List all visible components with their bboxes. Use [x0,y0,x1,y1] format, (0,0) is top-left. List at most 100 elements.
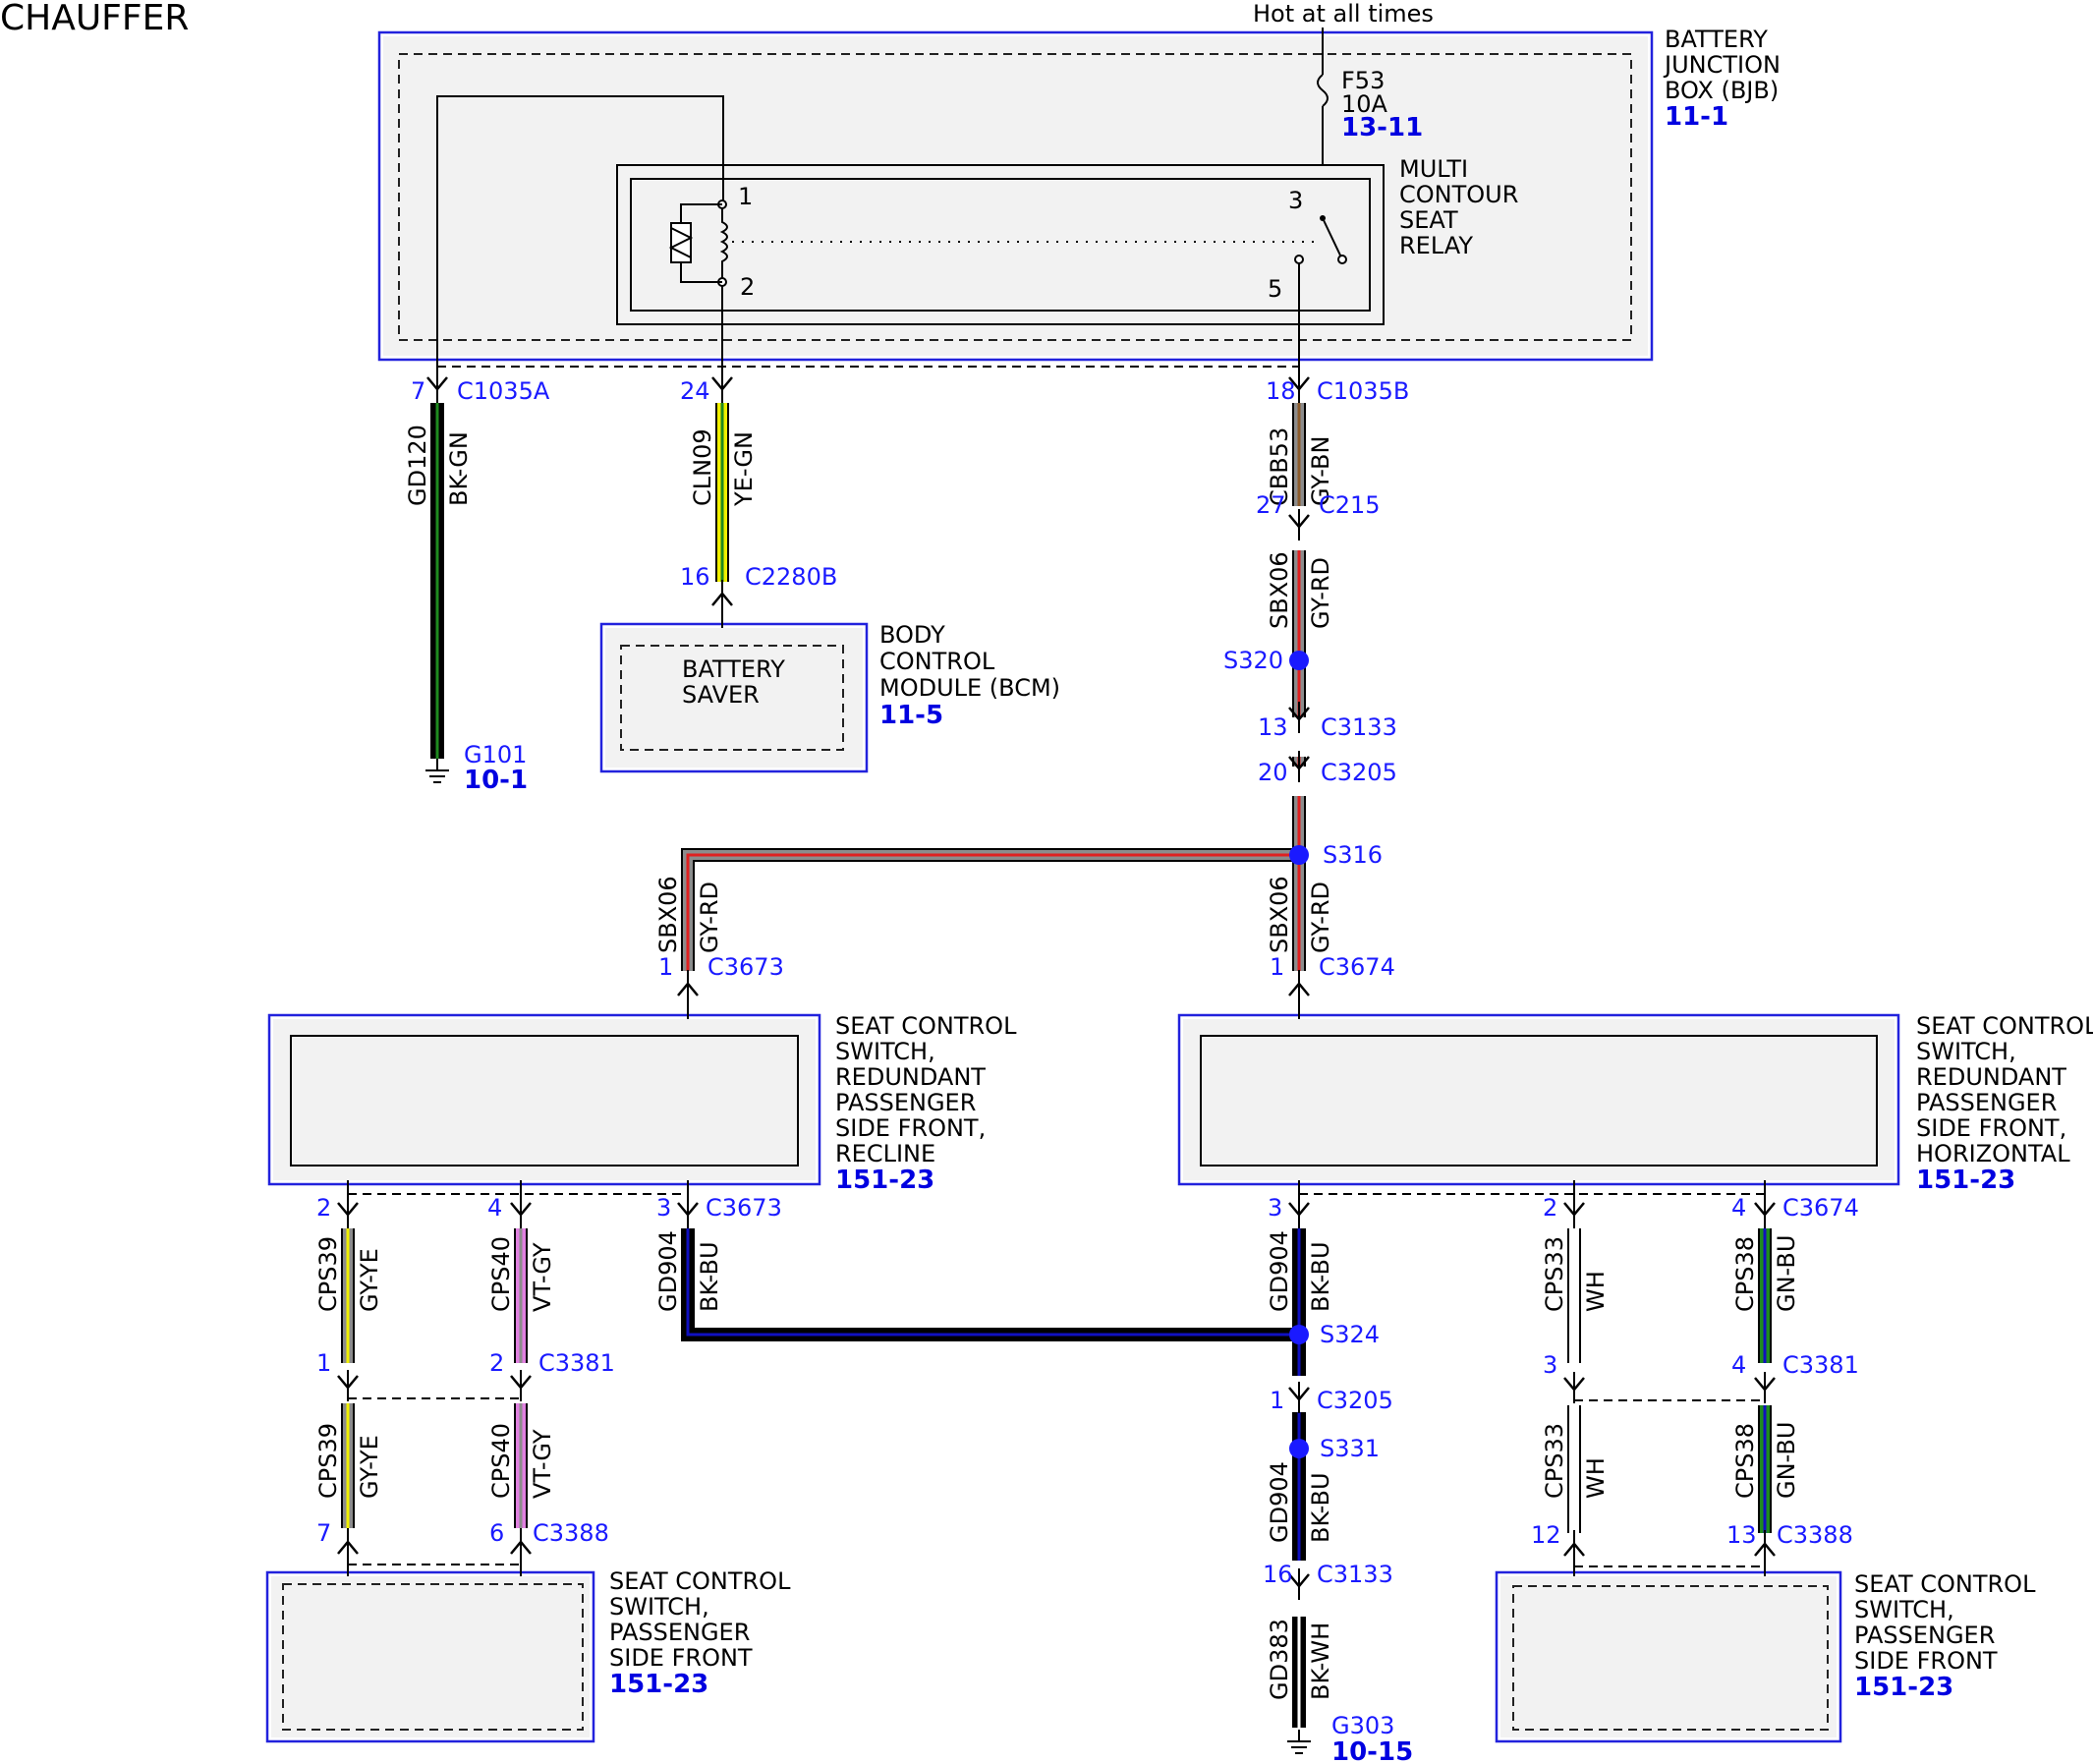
body-control-module [599,622,869,773]
connector-pin: 1 [1270,1387,1284,1414]
page-title: CHAUFFER [0,0,189,38]
recline-ref[interactable]: 151-23 [835,1166,934,1195]
splice-label[interactable]: S320 [1223,647,1283,674]
connector-name[interactable]: C1035B [1317,377,1409,405]
connector-symbol [1754,1530,1776,1562]
relay-switch-icon [1294,215,1347,264]
pass-right-ref[interactable]: 151-23 [1854,1673,1953,1702]
wire-sbx06[interactable] [681,848,1299,971]
pass-right-label-3: PASSENGER [1854,1622,1995,1649]
ground-g303-icon [1287,1730,1311,1754]
connector-name[interactable]: C3674 [1319,953,1395,981]
relay-coil-icon [668,199,1317,287]
wire-circuit-label: CPS38 [1731,1236,1759,1312]
connector-pin: 2 [316,1194,331,1222]
wire-circuit-label: CPS39 [314,1236,342,1312]
connector-name[interactable]: C1035A [457,377,550,405]
connector-pin: 1 [316,1349,331,1377]
ground-g303-ref[interactable]: 10-15 [1331,1737,1413,1764]
bcm-inner-2: SAVER [682,681,760,709]
bcm-inner-1: BATTERY [682,655,785,683]
bjb-label-1: BATTERY [1665,26,1768,53]
connector-pin: 3 [1543,1351,1557,1379]
pass-right-label-2: SWITCH, [1854,1596,1954,1623]
wire-color-label: GY-YE [356,1248,383,1312]
connector-symbol [711,580,733,611]
connector-name[interactable]: C2280B [745,563,837,591]
connector-name[interactable]: C3388 [533,1519,609,1547]
recline-label-4: PASSENGER [835,1089,976,1116]
wire-color-label: GY-RD [1307,882,1334,953]
connector-name[interactable]: C3133 [1317,1561,1393,1588]
connector-pin: 27 [1256,491,1286,519]
connector-name[interactable]: C3133 [1321,713,1397,741]
connector-symbol [1563,1197,1585,1228]
wire-circuit-label: CBB53 [1266,427,1293,506]
connector-symbol [1288,751,1310,782]
connector-pin: 12 [1531,1521,1561,1549]
wire-circuit-label: CPS33 [1541,1236,1568,1312]
wire-circuit-label: CPS33 [1541,1423,1568,1499]
relay-pin-3: 3 [1288,187,1303,214]
ground-g101-name: G101 [464,741,527,768]
splice-label[interactable]: S324 [1320,1321,1380,1348]
fuse-f53-icon [1317,74,1329,107]
wire-color-label: GY-RD [1307,557,1334,629]
ground-g101-icon [425,759,449,783]
recline-label-5: SIDE FRONT, [835,1114,986,1142]
connector-pin: 2 [489,1349,504,1377]
connector-name[interactable]: C3381 [538,1349,615,1377]
relay-label-3: SEAT [1399,206,1458,234]
pass-right-label-4: SIDE FRONT [1854,1647,1998,1675]
wire-circuit-label: GD904 [654,1230,682,1312]
connector-pin: 3 [656,1194,671,1222]
bcm-ref[interactable]: 11-5 [879,701,943,730]
connector-pin: 4 [1731,1351,1746,1379]
relay-pin-5: 5 [1268,275,1282,303]
relay-pin-2: 2 [740,273,755,301]
splice-point [1289,651,1309,670]
fuse-ref[interactable]: 13-11 [1341,113,1423,142]
wire-color-label: GY-RD [696,882,723,953]
connector-symbol [510,1197,532,1228]
horizontal-ref[interactable]: 151-23 [1916,1166,2015,1195]
wire-color-label: GY-YE [356,1435,383,1499]
connector-symbol [1288,509,1310,541]
recline-label-1: SEAT CONTROL [835,1012,1017,1040]
connector-symbol [1288,702,1310,733]
wire-circuit-label: CPS39 [314,1423,342,1499]
connector-name[interactable]: C3381 [1782,1351,1859,1379]
connector-pin: 20 [1258,759,1288,786]
wire-circuit-label: CPS40 [487,1236,515,1312]
connector-symbol [1563,1372,1585,1403]
connector-name[interactable]: C3388 [1777,1521,1853,1549]
connector-name[interactable]: C3205 [1317,1387,1393,1414]
seat-switch-passenger-right-module [1495,1570,1842,1743]
bjb-ref[interactable]: 11-1 [1665,102,1728,132]
splice-label[interactable]: S316 [1323,841,1383,869]
pass-left-ref[interactable]: 151-23 [609,1670,708,1699]
wire-color-label: BK-BU [1307,1241,1334,1312]
connector-name[interactable]: C3674 [1782,1194,1859,1222]
bcm-label-3: MODULE (BCM) [879,674,1060,702]
connector-name[interactable]: C3673 [706,1194,782,1222]
connector-pin: 7 [411,377,425,405]
connector-name[interactable]: C215 [1319,491,1381,519]
wire-circuit-label: CPS40 [487,1423,515,1499]
connector-symbol [1288,970,1310,1001]
wire-circuit-label: GD120 [404,425,431,506]
wire-circuit-label: GD383 [1266,1619,1293,1700]
horizontal-label-5: SIDE FRONT, [1916,1114,2066,1142]
ground-g101-ref[interactable]: 10-1 [464,766,528,795]
pass-left-label-1: SEAT CONTROL [609,1567,791,1595]
connector-name[interactable]: C3673 [707,953,784,981]
connector-pin: 2 [1543,1194,1557,1222]
wire-color-label: GY-BN [1307,436,1334,506]
splice-label[interactable]: S331 [1320,1435,1380,1462]
seat-switch-horizontal-module [1177,1013,1900,1186]
horizontal-label-6: HORIZONTAL [1916,1140,2070,1167]
bcm-label-2: CONTROL [879,648,995,675]
connector-name[interactable]: C3205 [1321,759,1397,786]
seat-switch-passenger-left-module [265,1570,595,1743]
wire-gd904[interactable] [681,1228,1299,1341]
